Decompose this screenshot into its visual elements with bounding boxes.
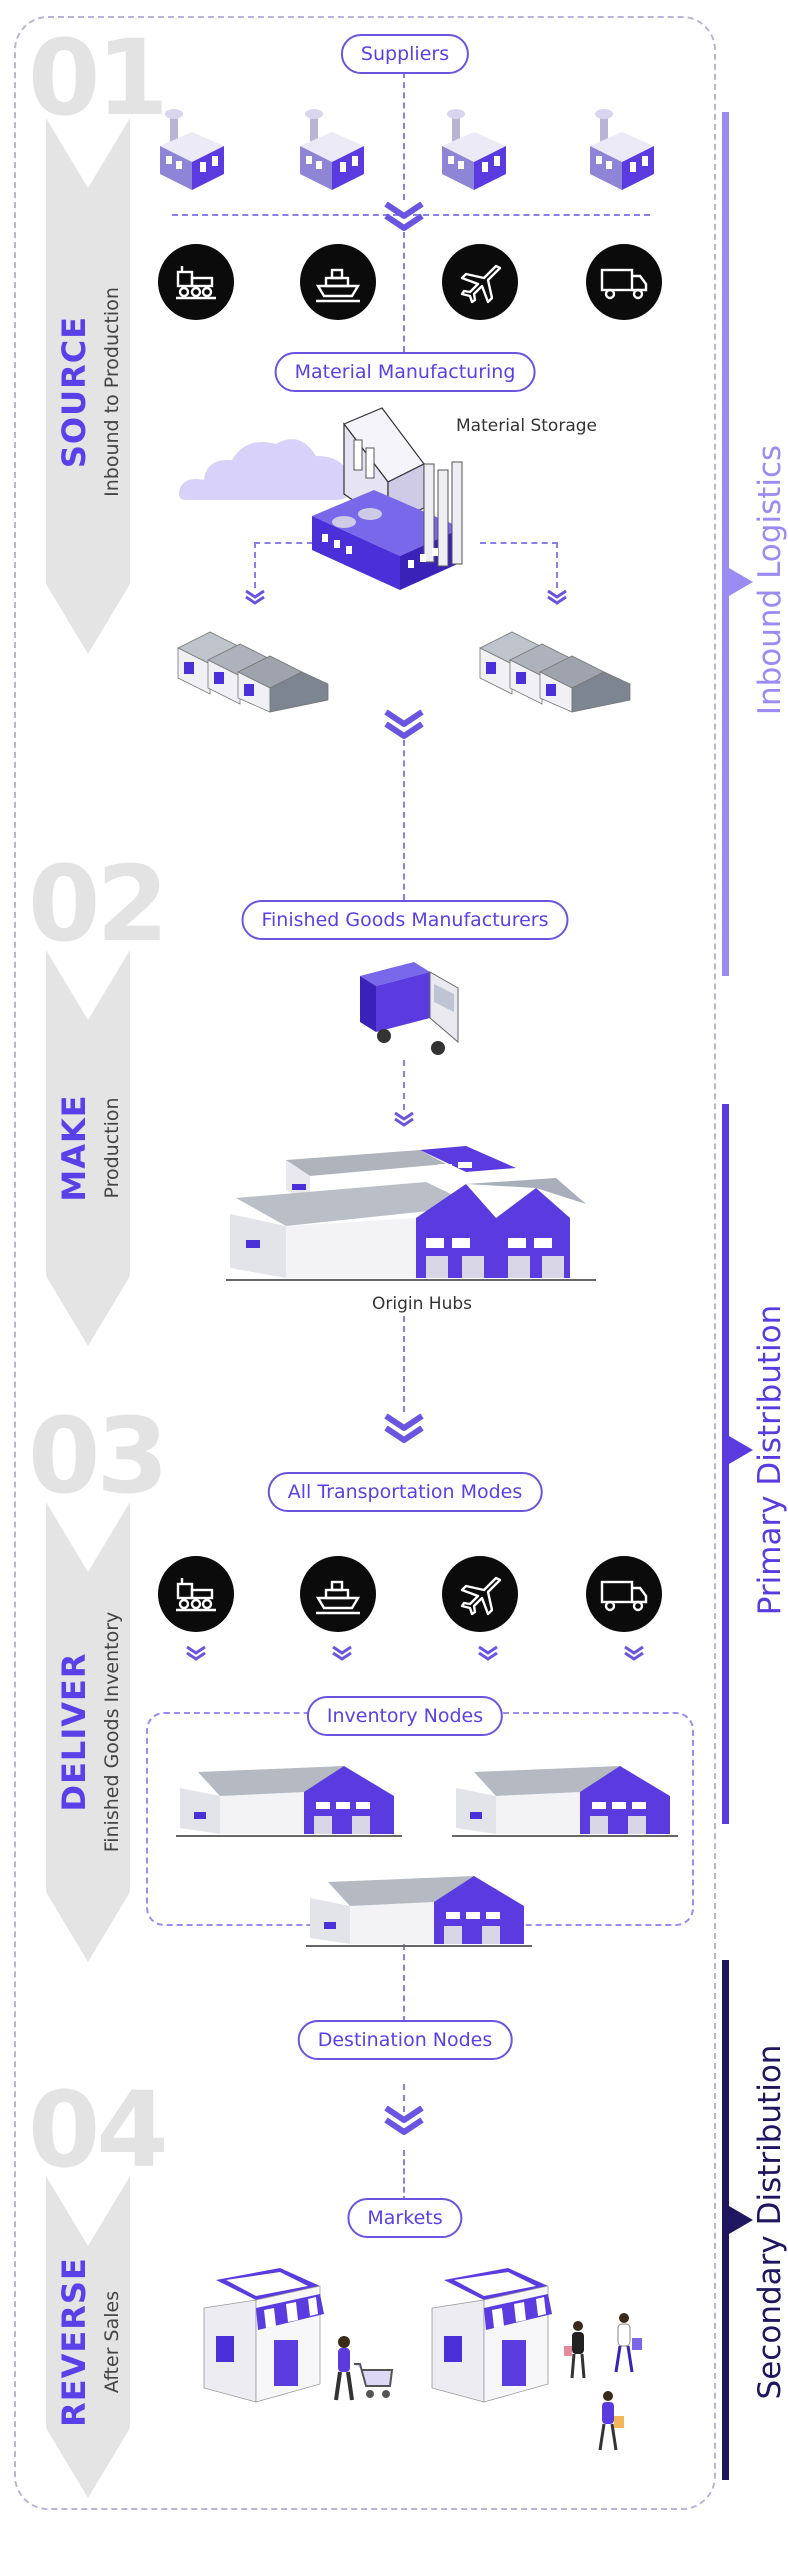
- shoppers-with-bags-icon: [564, 2313, 642, 2451]
- truck-icon: [600, 268, 648, 300]
- delivery-truck-icon: [360, 962, 459, 1055]
- stage-name-reverse: REVERSE: [55, 2257, 93, 2427]
- train-transport-circle: [158, 1556, 234, 1632]
- primary-distribution-arrow: [729, 1436, 753, 1464]
- cloud-illustration: [178, 439, 351, 500]
- stage-number-02: 02: [28, 843, 169, 965]
- chevron-down-icon: [384, 201, 424, 231]
- airplane-transport-circle: [442, 1556, 518, 1632]
- all-transportation-modes-node: All Transportation Modes: [267, 1472, 543, 1512]
- chevron-down-icon: [384, 709, 424, 739]
- stage-number-04: 04: [28, 2069, 169, 2191]
- shopper-with-cart-icon: [334, 2336, 394, 2401]
- connector-line: [403, 740, 405, 900]
- stage-subtitle-source: Inbound to Production: [101, 287, 123, 497]
- airplane-icon: [460, 264, 502, 304]
- material-storage-warehouse-icon: [177, 631, 329, 713]
- connector-line: [403, 1944, 405, 2022]
- manufacturing-plant-icon: [312, 407, 463, 590]
- stage-name-deliver: DELIVER: [55, 1652, 93, 1812]
- chevron-down-small-icon: [478, 1645, 498, 1661]
- markets-node: Markets: [347, 2198, 463, 2238]
- inventory-warehouse-icon: [452, 1766, 678, 1837]
- secondary-distribution-bar: [722, 1960, 729, 2480]
- airplane-icon: [460, 1576, 502, 1616]
- stage-subtitle-make: Production: [101, 1097, 123, 1199]
- supplier-factory-icon: [590, 109, 654, 190]
- diagram-frame: [14, 16, 716, 2510]
- finished-goods-manufacturers-node: Finished Goods Manufacturers: [241, 900, 569, 940]
- material-storage-warehouse-icon: [479, 631, 631, 713]
- train-icon: [176, 266, 216, 300]
- airplane-transport-circle: [442, 244, 518, 320]
- origin-hubs-label: Origin Hubs: [372, 1294, 472, 1314]
- connector-line: [254, 542, 256, 588]
- chevron-down-small-icon: [624, 1645, 644, 1661]
- truck-icon: [600, 1580, 648, 1612]
- chevron-down-icon: [384, 1413, 424, 1443]
- secondary-distribution-label: Secondary Distribution: [752, 2044, 788, 2400]
- stage-name-source: SOURCE: [55, 315, 93, 469]
- inbound-logistics-bar: [722, 112, 729, 976]
- stage-subtitle-deliver: Finished Goods Inventory: [101, 1611, 123, 1853]
- inventory-warehouse-icon: [306, 1876, 532, 1947]
- connector-line: [172, 214, 650, 216]
- ship-icon: [315, 1580, 361, 1615]
- connector-line: [254, 542, 334, 544]
- chevron-down-small-icon: [332, 1645, 352, 1661]
- connector-line: [403, 2150, 405, 2202]
- suppliers-node: Suppliers: [340, 34, 470, 74]
- connector-line: [403, 232, 405, 352]
- stage-subtitle-reverse: After Sales: [101, 2290, 123, 2394]
- connector-line: [403, 2084, 405, 2134]
- supplier-factory-icon: [160, 109, 224, 190]
- connector-line: [556, 542, 558, 588]
- origin-hubs-warehouse-icon: [226, 1146, 596, 1281]
- supplier-factory-icon: [442, 109, 506, 190]
- ship-transport-circle: [300, 244, 376, 320]
- stage-number-03: 03: [28, 1395, 169, 1517]
- train-icon: [176, 1578, 216, 1612]
- stage-name-make: MAKE: [55, 1094, 93, 1202]
- connector-line: [403, 1316, 405, 1412]
- chevron-down-small-icon: [245, 589, 265, 605]
- connector-line: [403, 72, 405, 200]
- stage-chevron-source: [46, 118, 130, 654]
- inventory-warehouse-icon: [176, 1766, 402, 1837]
- supplier-factory-icon: [300, 109, 364, 190]
- ship-transport-circle: [300, 1556, 376, 1632]
- primary-distribution-label: Primary Distribution: [752, 1304, 788, 1616]
- truck-transport-circle: [586, 1556, 662, 1632]
- secondary-distribution-arrow: [729, 2206, 753, 2234]
- ship-icon: [315, 268, 361, 303]
- destination-nodes-node: Destination Nodes: [297, 2020, 513, 2060]
- material-storage-label: Material Storage: [456, 416, 597, 436]
- inbound-logistics-arrow: [729, 568, 753, 596]
- market-store-icon: [203, 2268, 324, 2403]
- primary-distribution-bar: [722, 1104, 729, 1824]
- truck-transport-circle: [586, 244, 662, 320]
- stage-number-01: 01: [28, 17, 169, 139]
- stage-chevron-deliver: [46, 1502, 130, 1962]
- chevron-down-small-icon: [394, 1111, 414, 1127]
- market-store-icon: [431, 2268, 552, 2403]
- chevron-down-icon: [384, 2105, 424, 2135]
- inbound-logistics-label: Inbound Logistics: [752, 444, 788, 716]
- chevron-down-small-icon: [186, 1645, 206, 1661]
- connector-line: [480, 542, 558, 544]
- inventory-nodes-node: Inventory Nodes: [306, 1696, 504, 1736]
- train-transport-circle: [158, 244, 234, 320]
- connector-line: [403, 1060, 405, 1110]
- chevron-down-small-icon: [547, 589, 567, 605]
- material-manufacturing-node: Material Manufacturing: [274, 352, 536, 392]
